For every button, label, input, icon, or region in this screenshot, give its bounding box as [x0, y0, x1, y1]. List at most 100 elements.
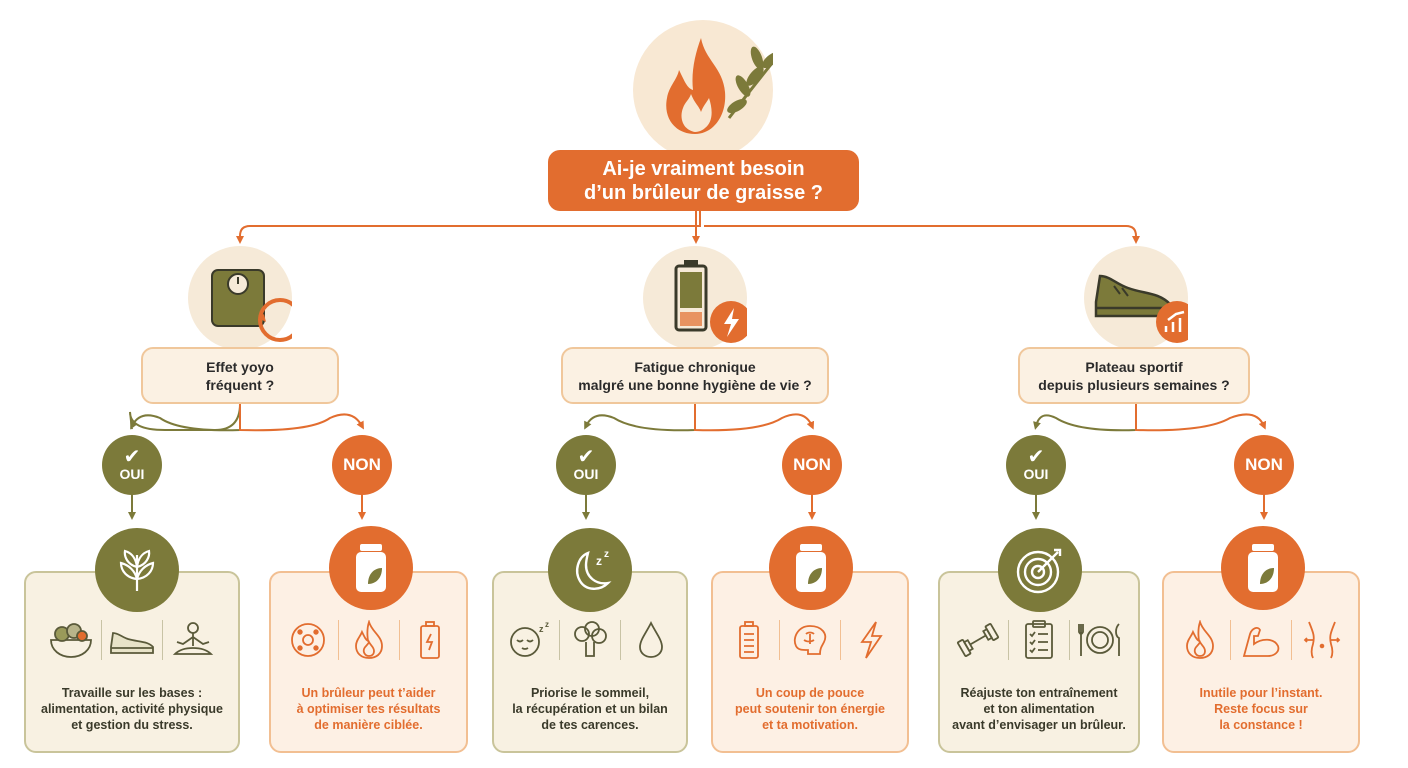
result-2-non-card: Un coup de pouce peut soutenir ton énerg…: [711, 571, 909, 753]
salad-bowl-icon: [41, 617, 101, 663]
checkmark-icon: ✔: [123, 446, 141, 468]
text-line: la constance !: [1219, 718, 1303, 732]
text-line: peut soutenir ton énergie: [734, 702, 885, 716]
question-1-oui-badge: ✔ OUI: [102, 435, 162, 495]
question-2-line-1: Fatigue chronique: [634, 358, 756, 375]
result-1-non-text: Un brûleur peut t’aider à optimiser tes …: [277, 685, 460, 733]
result-1-oui-text: Travaille sur les bases : alimentation, …: [32, 685, 232, 733]
oui-label: OUI: [573, 466, 599, 482]
text-line: à optimiser tes résultats: [296, 702, 441, 716]
text-line: de manière ciblée.: [314, 718, 423, 732]
result-3-non-circle: [1221, 526, 1305, 610]
plate-cutlery-icon: [1070, 617, 1130, 663]
hero-icon-circle: [633, 20, 785, 160]
text-line: et ta motivation.: [762, 718, 858, 732]
text-line: de tes carences.: [541, 718, 639, 732]
result-1-oui-circle: [95, 528, 179, 612]
result-3-non-text: Inutile pour l’instant. Reste focus sur …: [1170, 685, 1352, 733]
flame-icon: [339, 617, 399, 663]
moon-sleep-icon: z z: [576, 549, 612, 590]
waist-icon: [1292, 617, 1352, 663]
result-1-non-card: Un brûleur peut t’aider à optimiser tes …: [269, 571, 468, 753]
flame-icon: [1170, 617, 1230, 663]
question-3-oui-badge: ✔ OUI: [1006, 435, 1066, 495]
text-line: Un brûleur peut t’aider: [301, 686, 436, 700]
text-line: Travaille sur les bases :: [61, 686, 203, 700]
supplement-jar-icon: [356, 544, 386, 592]
non-label: NON: [793, 455, 831, 474]
svg-text:z: z: [539, 624, 544, 634]
battery-icon: [400, 617, 460, 663]
sneaker-icon: [102, 617, 162, 663]
text-line: Reste focus sur: [1214, 702, 1308, 716]
text-line: Un coup de pouce: [755, 686, 865, 700]
text-line: alimentation, activité physique: [41, 702, 223, 716]
plant-icon: [119, 549, 155, 591]
oui-label: OUI: [119, 466, 145, 482]
svg-text:z: z: [545, 620, 549, 629]
sneaker-chart-icon: [1094, 274, 1198, 343]
supplement-jar-icon: [1248, 544, 1278, 592]
supplement-jar-icon: [796, 544, 826, 592]
svg-text:z: z: [596, 554, 602, 568]
question-3-non-badge: NON: [1234, 435, 1294, 495]
non-label: NON: [343, 455, 381, 474]
lightning-icon: [841, 617, 901, 663]
dumbbell-icon: [948, 617, 1008, 663]
text-line: avant d’envisager un brûleur.: [952, 718, 1126, 732]
battery-icon: [719, 617, 779, 663]
checkmark-icon: ✔: [1027, 446, 1045, 468]
result-1-non-circle: [329, 526, 413, 610]
result-2-oui-circle: z z: [548, 528, 632, 612]
result-2-oui-text: Priorise le sommeil, la récupération et …: [500, 685, 680, 733]
title-line-2: d’un brûleur de graisse ?: [584, 181, 823, 204]
question-2-non-badge: NON: [782, 435, 842, 495]
muscle-arm-icon: [1231, 617, 1291, 663]
question-2-box: Fatigue chronique malgré une bonne hygiè…: [561, 347, 829, 404]
meditation-icon: [163, 617, 223, 663]
brain-icon: [780, 617, 840, 663]
text-line: Inutile pour l’instant.: [1199, 686, 1323, 700]
question-3-icon-circle: [1084, 246, 1198, 350]
text-line: Priorise le sommeil,: [530, 686, 650, 700]
svg-text:z: z: [604, 549, 609, 560]
scale-cycle-icon: [211, 269, 302, 342]
question-1-line-1: Effet yoyo: [206, 358, 274, 375]
result-2-non-text: Un coup de pouce peut soutenir ton énerg…: [719, 685, 901, 733]
oui-label: OUI: [1023, 466, 1049, 482]
sleeping-face-icon: z z: [499, 617, 559, 663]
result-2-non-circle: [769, 526, 853, 610]
flame-icon: [666, 38, 726, 134]
broccoli-icon: [560, 617, 620, 663]
question-3-line-2: depuis plusieurs semaines ?: [1038, 376, 1230, 393]
text-line: la récupération et un bilan: [512, 702, 668, 716]
diagram-title: Ai-je vraiment besoin d’un brûleur de gr…: [548, 150, 859, 211]
question-3-line-1: Plateau sportif: [1085, 358, 1183, 375]
question-3-box: Plateau sportif depuis plusieurs semaine…: [1018, 347, 1250, 404]
metabolism-icon: [278, 617, 338, 663]
result-3-oui-text: Réajuste ton entraînement et ton aliment…: [946, 685, 1132, 733]
leaf-branch-icon: [727, 46, 785, 119]
question-2-line-2: malgré une bonne hygiène de vie ?: [578, 376, 812, 393]
connector-title-right: [704, 225, 1140, 244]
checklist-icon: [1009, 617, 1069, 663]
question-2-oui-badge: ✔ OUI: [556, 435, 616, 495]
text-line: et ton alimentation: [983, 702, 1095, 716]
target-icon: [1016, 548, 1062, 594]
text-line: et gestion du stress.: [71, 718, 193, 732]
question-1-icon-circle: [188, 246, 302, 350]
question-2-icon-circle: [643, 246, 752, 350]
title-line-1: Ai-je vraiment besoin: [602, 157, 805, 180]
checkmark-icon: ✔: [577, 446, 595, 468]
result-3-oui-circle: [998, 528, 1082, 612]
non-label: NON: [1245, 455, 1283, 474]
question-1-line-2: fréquent ?: [205, 376, 275, 393]
water-drop-icon: [621, 617, 681, 663]
question-1-box: Effet yoyo fréquent ?: [141, 347, 339, 404]
low-battery-bolt-icon: [674, 260, 752, 343]
connector-q1-oui: [129, 403, 241, 431]
question-1-non-badge: NON: [332, 435, 392, 495]
connector-title-left: [236, 211, 701, 244]
text-line: Réajuste ton entraînement: [960, 686, 1118, 700]
